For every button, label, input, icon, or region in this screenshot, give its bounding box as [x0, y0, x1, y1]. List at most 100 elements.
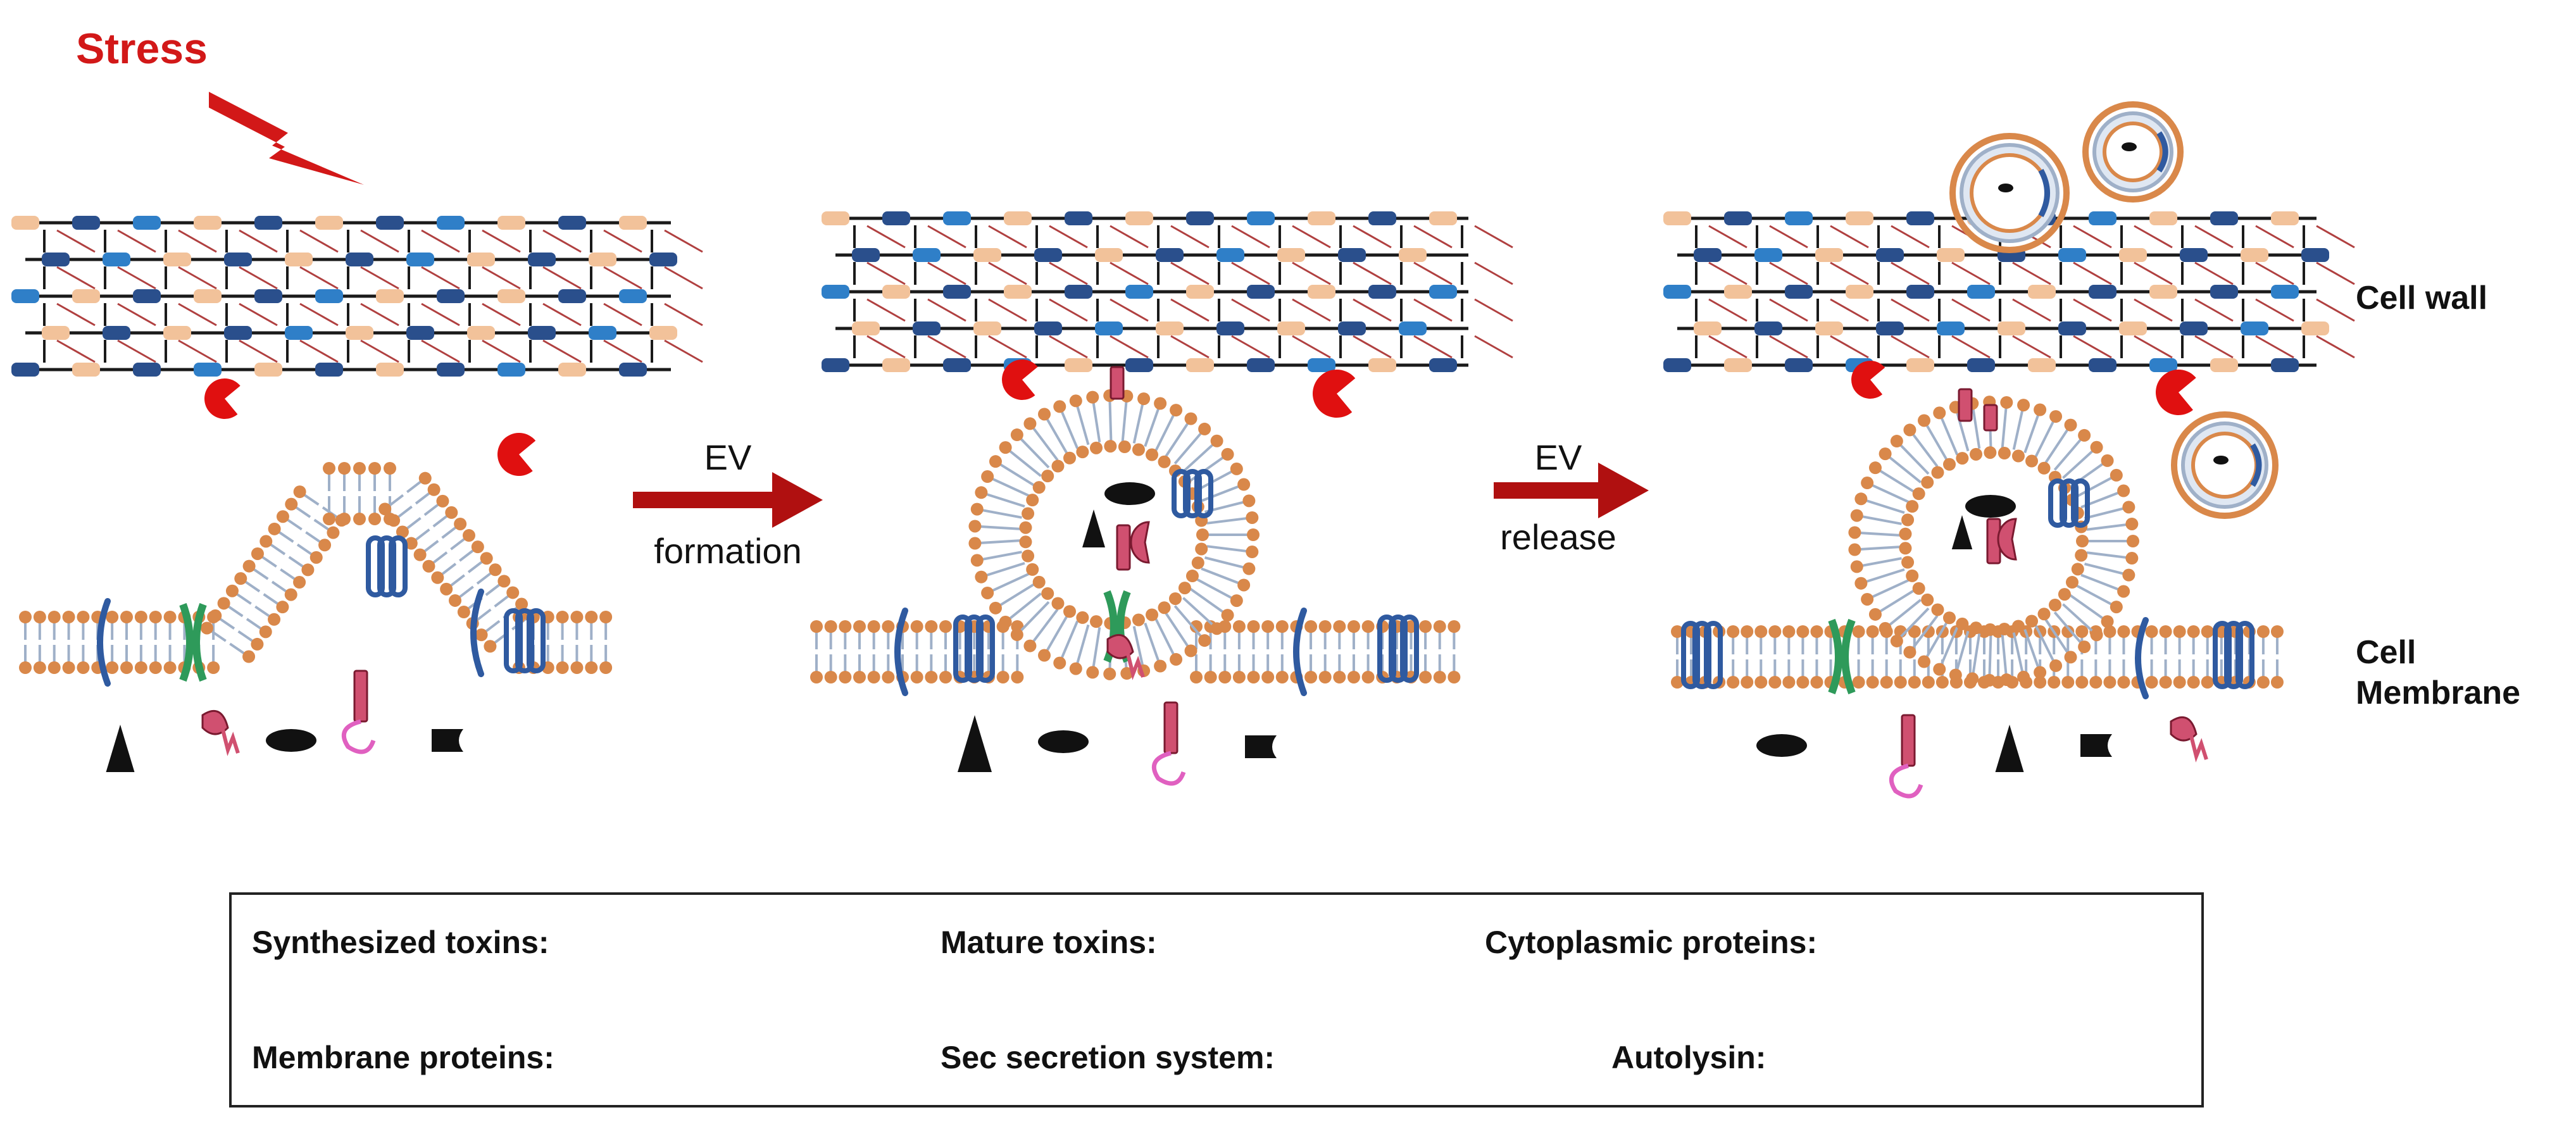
lipid-tail: [980, 525, 1021, 530]
wall-peptide: [1708, 261, 1748, 285]
wall-block: [1663, 285, 1691, 299]
lipid-head: [1419, 620, 1432, 633]
lipid-head: [77, 611, 90, 623]
wall-block: [103, 253, 130, 266]
wall-peptide: [2316, 335, 2355, 359]
lipid-head: [2256, 625, 2270, 638]
wall-block: [1156, 321, 1184, 335]
lipid-head: [1230, 594, 1243, 608]
lipid-head: [1727, 625, 1740, 638]
lipid-head: [1879, 621, 1892, 635]
squig-tail: [2188, 730, 2208, 763]
lipid-tail: [1196, 470, 1233, 492]
wall-block: [1399, 321, 1427, 335]
autolysin-icon: [1851, 360, 1885, 399]
sec-right: [192, 602, 207, 682]
lipid-head: [1242, 562, 1256, 575]
lipid-head: [867, 671, 880, 683]
lipid-head: [285, 497, 298, 511]
wall-block: [1906, 285, 1934, 299]
lipid-tail: [459, 549, 475, 562]
lipid-tail: [2044, 618, 2069, 654]
lipid-head: [327, 526, 340, 539]
wall-peptide: [2194, 298, 2234, 322]
lipid-head: [2076, 535, 2089, 547]
lipid-tail: [1860, 546, 1901, 551]
wall-peptide: [664, 266, 703, 290]
lipid-head: [585, 661, 598, 674]
wall-block: [163, 326, 191, 340]
wall-block: [649, 253, 677, 266]
lipid-head: [1419, 671, 1432, 683]
membrane-protein-icon: [1172, 469, 1213, 518]
lipid-tail: [253, 568, 269, 580]
lipid-tail: [294, 506, 311, 518]
lipid-head: [1232, 620, 1246, 633]
lipid-tail: [441, 526, 458, 539]
wall-block: [1247, 358, 1275, 372]
membrane-panel2-right: [1190, 620, 1461, 683]
lipid-head: [2064, 651, 2077, 664]
lipid-tail: [485, 583, 501, 596]
wall-block: [1694, 248, 1722, 262]
wall-block: [1277, 248, 1305, 262]
lipid-head: [207, 661, 220, 674]
wall-block: [589, 253, 616, 266]
lipid-tail: [1956, 630, 1970, 671]
wall-block: [1216, 321, 1244, 335]
wall-peptide: [2255, 225, 2294, 249]
lipid-head: [440, 582, 453, 596]
wall-block: [943, 285, 971, 299]
wall-block: [2028, 358, 2056, 372]
lipid-tail: [441, 563, 457, 576]
lipid-head: [1943, 611, 1956, 625]
wall-block: [1846, 211, 1873, 225]
lipid-head: [1854, 577, 1868, 590]
lipid-head: [1768, 676, 1782, 689]
wall-peptide: [482, 266, 521, 290]
wall-block: [2210, 358, 2238, 372]
wall-block: [406, 253, 434, 266]
wall-block: [497, 363, 525, 377]
wall-block: [1368, 285, 1396, 299]
wall-block: [315, 289, 343, 303]
wall-peptide: [1413, 298, 1453, 322]
lipid-head: [1984, 623, 1997, 636]
lipid-tail: [999, 583, 1035, 607]
lipid-head: [1796, 676, 1810, 689]
cytoplasmic-protein-icon: [432, 729, 463, 752]
wall-peptide: [1049, 261, 1088, 285]
lipid-tail: [1046, 418, 1068, 454]
vesicle-inner-ring: [1970, 153, 2049, 233]
arrow-head: [772, 472, 823, 528]
wall-block: [1399, 248, 1427, 262]
lipid-tail: [1911, 433, 1939, 468]
lipid-head: [1120, 667, 1134, 680]
wall-peptide: [988, 225, 1027, 249]
lipid-tail: [980, 539, 1021, 545]
membrane-protein-icon: [953, 615, 995, 683]
lipid-head: [2034, 666, 2047, 679]
lipid-tail: [278, 530, 294, 543]
lipid-head: [1051, 459, 1065, 473]
lipid-tail: [1940, 627, 1959, 666]
ev-forming-vesicle: [968, 389, 1260, 680]
synth-rod: [1901, 714, 1916, 767]
lipid-head: [1146, 448, 1159, 461]
lipid-tail: [244, 580, 261, 593]
wall-peptide: [2073, 335, 2112, 359]
wall-block: [1906, 211, 1934, 225]
lipid-head: [1218, 671, 1232, 683]
lipid-tail: [1076, 624, 1090, 664]
lipid-head: [882, 620, 895, 633]
lipid-head: [1191, 556, 1204, 570]
vesicle-outer-ring: [2171, 411, 2279, 519]
wall-peptide: [2134, 298, 2173, 322]
wall-peptide: [1708, 298, 1748, 322]
lipid-head: [1333, 620, 1346, 633]
lipid-head: [1918, 655, 1930, 668]
cytoplasmic-protein-icon: [266, 729, 316, 752]
lipid-head: [2125, 552, 2139, 565]
wall-peptide: [56, 229, 96, 253]
wall-block: [1967, 358, 1995, 372]
